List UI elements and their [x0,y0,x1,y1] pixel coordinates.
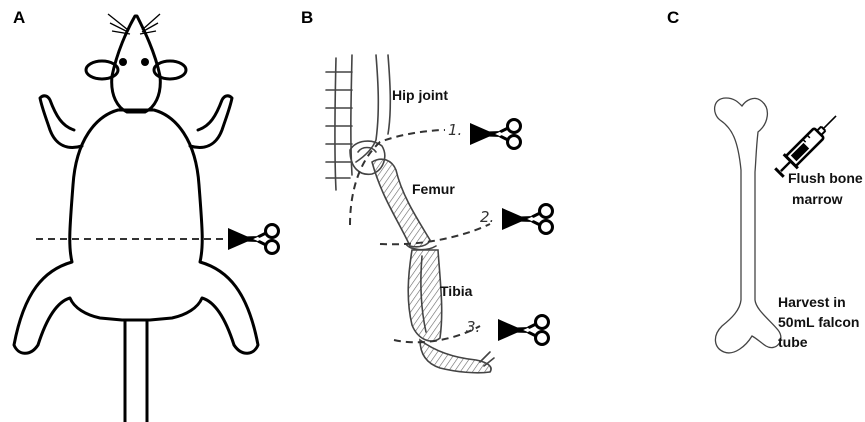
tibia-label: Tibia [440,283,473,299]
femur-sketch [372,159,430,247]
femur-label: Femur [412,181,455,197]
panel-b: B [301,8,553,373]
panel-a-letter: A [13,8,25,27]
panel-c: C Flush bone marrow Harvest in 50mL falc… [667,8,863,353]
panel-a: A [13,8,279,422]
flush-label-1: Flush bone [788,170,863,186]
scissors-icon [228,225,279,254]
flush-label-2: marrow [792,191,843,207]
scissors-icon [502,205,553,234]
cut-line-2 [380,224,490,244]
syringe-icon [772,109,843,180]
foot-sketch [420,340,491,373]
hip-joint-label: Hip joint [392,87,448,103]
mouse-outline [14,14,258,422]
bone-outline [715,98,781,353]
scissors-icon [470,120,521,149]
harvest-label-2: 50mL falcon [778,314,859,330]
step-2: 2. [480,208,494,226]
harvest-label-1: Harvest in [778,294,846,310]
harvest-label-3: tube [778,334,808,350]
step-1: 1. [448,121,462,139]
step-3: 3. [466,318,480,336]
scissors-icon [498,316,549,345]
panel-c-letter: C [667,8,679,27]
panel-b-letter: B [301,8,313,27]
